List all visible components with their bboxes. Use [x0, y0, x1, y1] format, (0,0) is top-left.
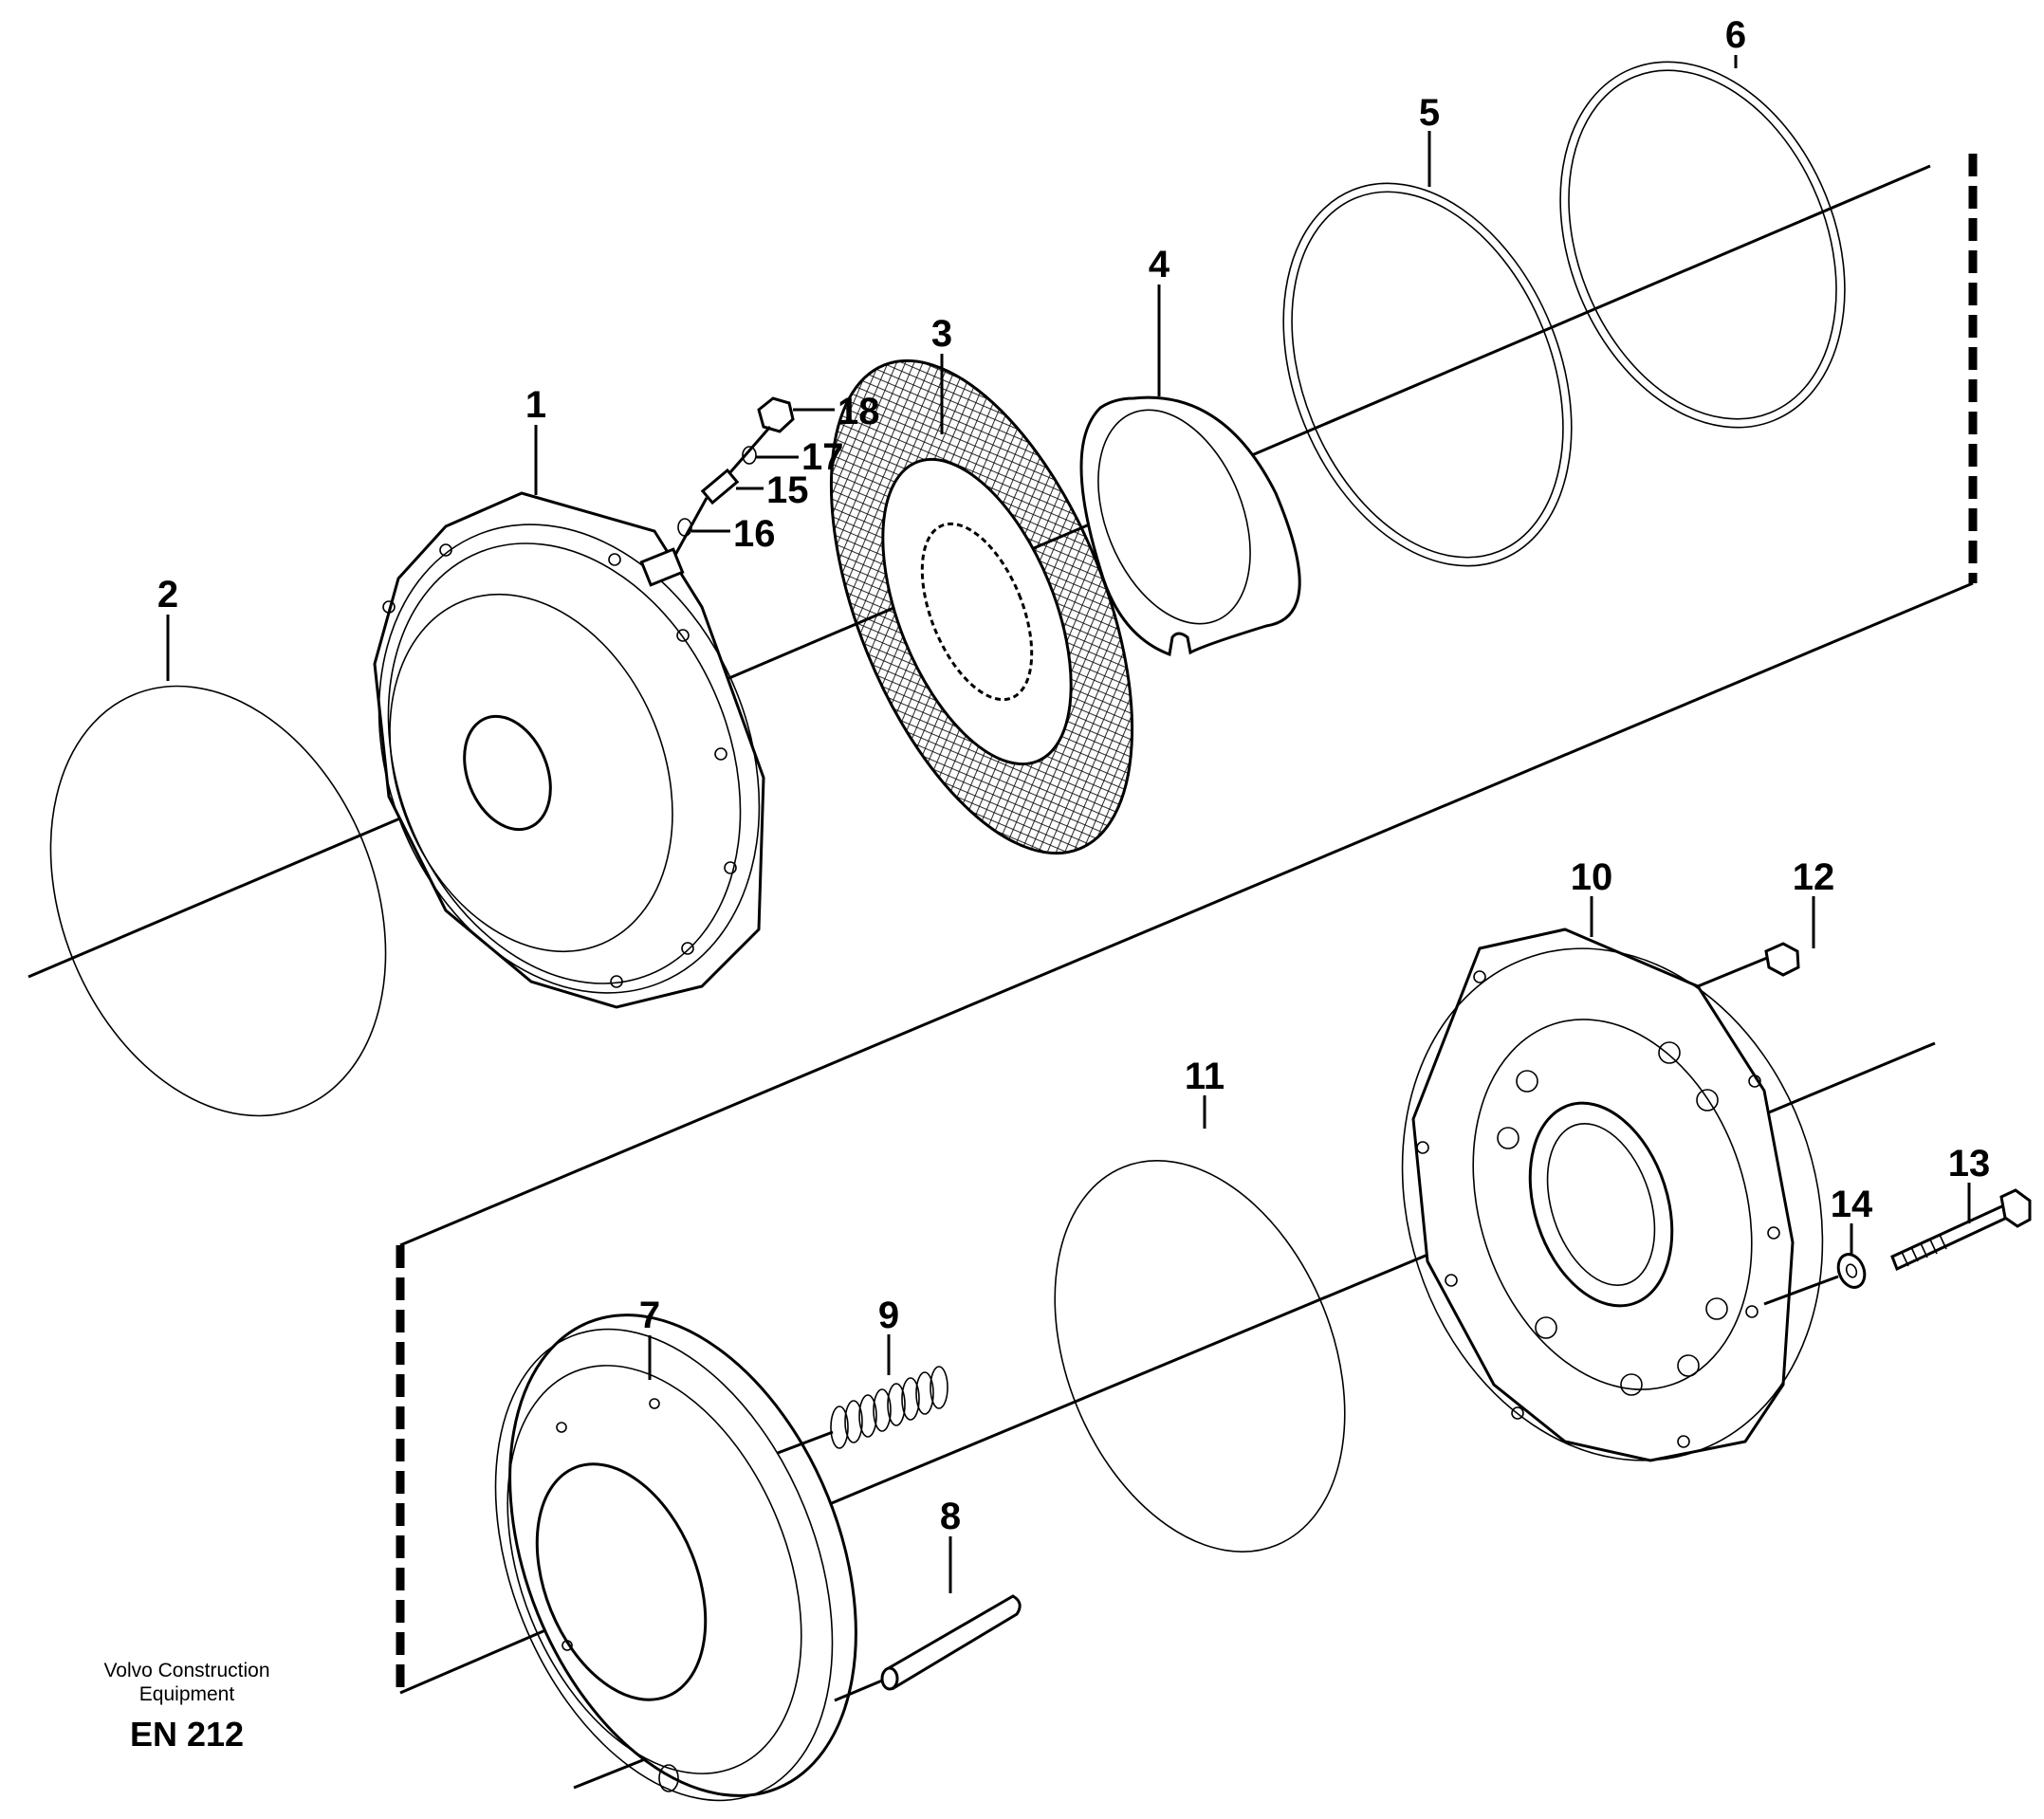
callout-6: 6: [1725, 14, 1746, 56]
part-4-pressure-plate: [1079, 395, 1301, 657]
part-14-washer: [1763, 1253, 1867, 1306]
callout-15: 15: [766, 469, 809, 511]
part-6-seal-ring: [1559, 61, 1846, 429]
part-18-cap-nut: [757, 396, 795, 433]
leader-lines: [166, 55, 1971, 1593]
callout-1: 1: [525, 384, 546, 426]
part-12-plug: [1697, 942, 1800, 988]
footer-branding: Volvo Construction Equipment EN 212: [103, 1660, 269, 1754]
footer-diagram-code: EN 212: [130, 1715, 244, 1754]
part-8-pin: [834, 1594, 1022, 1702]
callout-labels: 1 2 3 4 5 6 7 8 9 10 11 12 13 14 15 16 1…: [157, 14, 1990, 1537]
callout-17: 17: [801, 436, 844, 478]
callout-7: 7: [639, 1295, 660, 1336]
callout-3: 3: [931, 313, 952, 355]
part-1-brake-housing: [373, 491, 765, 1009]
part-16-ring: [673, 497, 709, 556]
callout-12: 12: [1793, 856, 1835, 898]
callout-16: 16: [733, 513, 776, 555]
callout-4: 4: [1149, 244, 1170, 285]
part-17-ring: [742, 446, 757, 465]
footer-brand-line2: Equipment: [139, 1683, 235, 1705]
part-2-o-ring: [49, 685, 387, 1117]
callout-9: 9: [878, 1295, 899, 1336]
callout-10: 10: [1571, 856, 1613, 898]
callout-2: 2: [157, 574, 178, 616]
part-10-cover: [1401, 928, 1824, 1462]
part-3-friction-disc: [829, 358, 1134, 855]
part-13-bolt: [1890, 1188, 2032, 1272]
part-7-piston: [494, 1314, 857, 1802]
callout-11: 11: [1185, 1056, 1225, 1097]
callout-5: 5: [1419, 92, 1440, 134]
part-5-seal-ring: [1282, 182, 1573, 567]
part-9-spring: [777, 1366, 948, 1455]
footer-brand-line1: Volvo Construction: [103, 1660, 269, 1681]
callout-14: 14: [1831, 1184, 1873, 1225]
callout-18: 18: [838, 391, 880, 432]
part-11-gasket: [1054, 1160, 1346, 1553]
callout-8: 8: [940, 1496, 961, 1537]
part-15-bleeder-screw: [700, 426, 772, 505]
callout-13: 13: [1948, 1143, 1991, 1185]
